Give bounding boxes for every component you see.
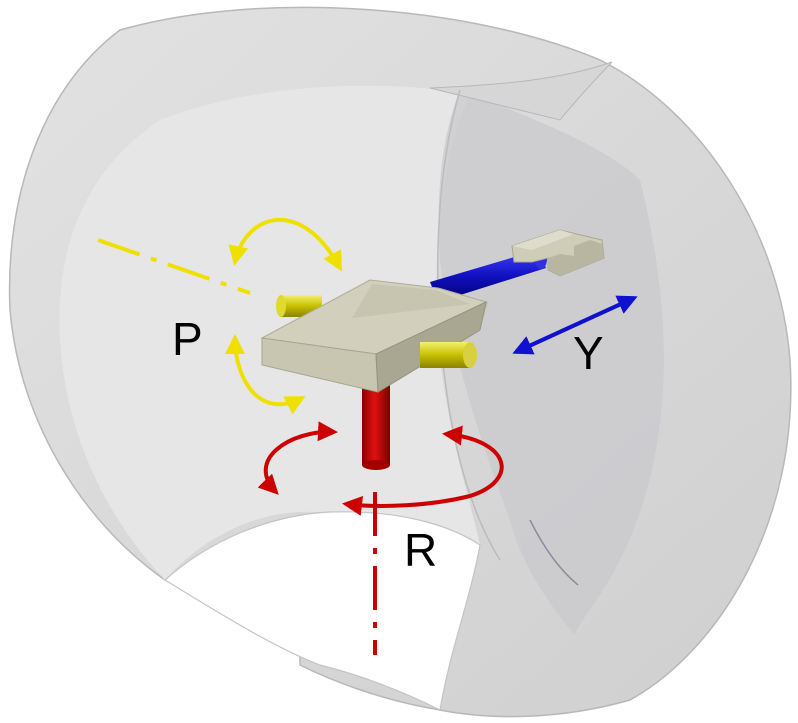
yaw-label: Y	[573, 327, 604, 379]
yaw-arrow	[512, 295, 638, 355]
roll-cylinder	[362, 385, 390, 470]
pitch-rotation-arrow-bottom	[225, 334, 306, 415]
pitch-axis-line	[97, 238, 251, 295]
end-bracket	[511, 229, 605, 277]
roll-label: R	[404, 524, 438, 576]
roll-rotation-arrow-left	[257, 421, 338, 495]
pitch-label: P	[172, 313, 203, 365]
roll-rotation-arrow-right	[342, 425, 504, 516]
pitch-cylinder-right	[420, 342, 477, 368]
pitch-rotation-arrow-top	[228, 218, 342, 272]
